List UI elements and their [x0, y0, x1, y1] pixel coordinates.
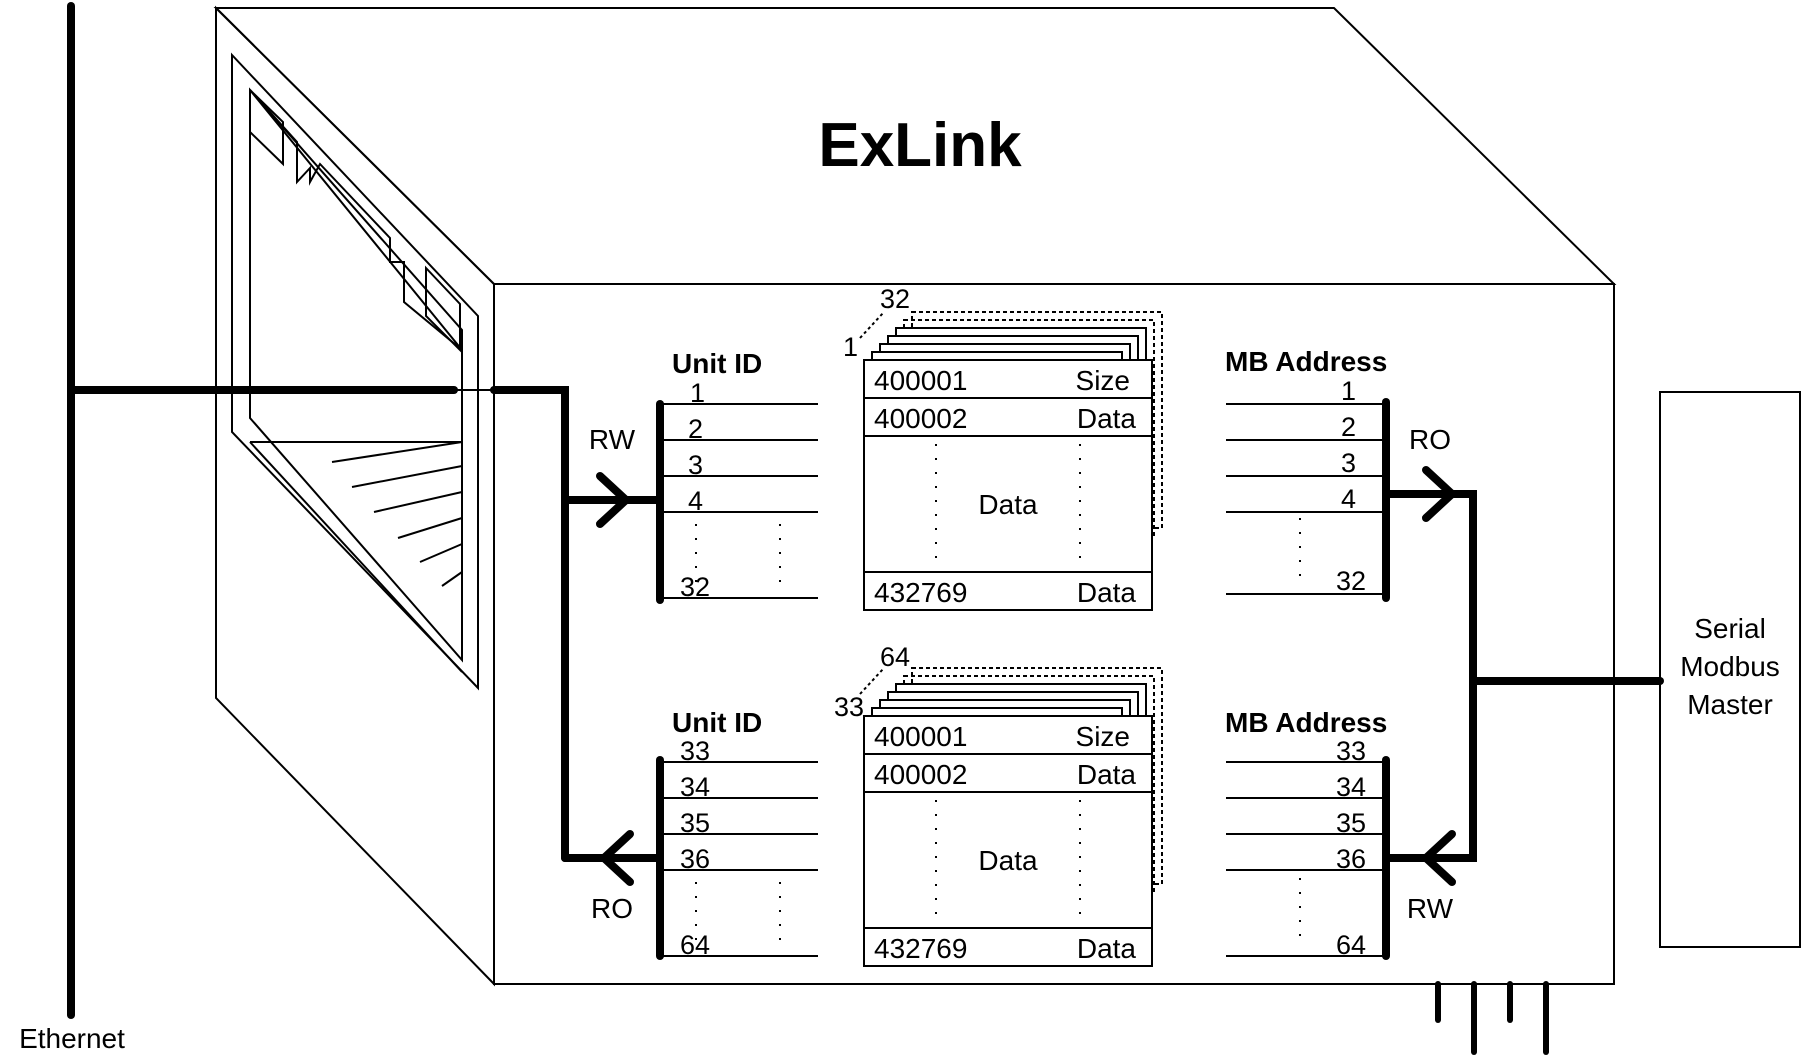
upper-unit-id: 32 [680, 572, 710, 602]
lower-unit-id: 35 [680, 808, 710, 838]
ethernet-label: Ethernet [19, 1023, 125, 1054]
device-box [213, 5, 1617, 987]
upper-mb-address: 3 [1341, 448, 1356, 478]
lower-mb-address: 36 [1336, 844, 1366, 874]
lower-unit-id: 33 [680, 736, 710, 766]
upper-unit-id: 2 [688, 414, 703, 444]
upper-register-table: 400001 Size 400002 Data Data 432769 Data [863, 359, 1153, 611]
ethernet-bus [67, 2, 664, 1019]
upper-mb-address: 2 [1341, 412, 1356, 442]
lower-mb-address: 35 [1336, 808, 1366, 838]
lower-block [656, 756, 1390, 960]
lower-unit-id-header: Unit ID [672, 707, 762, 738]
lower-register-address: 400001 [874, 721, 967, 752]
upper-right-access: RO [1409, 424, 1451, 455]
connector-pins [1435, 981, 1549, 1055]
lower-mb-address: 34 [1336, 772, 1366, 802]
lower-unit-id: 64 [680, 930, 710, 960]
ethernet-port-graphic [231, 52, 479, 691]
lower-left-access: RO [591, 893, 633, 924]
serial-modbus-master-box [1659, 391, 1801, 948]
upper-register-address: 400002 [874, 403, 967, 434]
upper-stack-last: 32 [880, 284, 910, 314]
lower-register-value: Data [1077, 933, 1137, 964]
upper-mb-address: 32 [1336, 566, 1366, 596]
lower-register-address: 432769 [874, 933, 967, 964]
lower-unit-id: 36 [680, 844, 710, 874]
upper-unit-id: 4 [688, 486, 703, 516]
lower-register-address: 400002 [874, 759, 967, 790]
lower-register-value: Data [1077, 759, 1137, 790]
upper-left-access: RW [589, 424, 636, 455]
lower-right-access: RW [1407, 893, 1454, 924]
lower-register-data: Data [978, 845, 1038, 876]
serial-bus [1382, 466, 1664, 886]
master-label-line3: Master [1687, 689, 1773, 720]
device-title: ExLink [818, 111, 1022, 180]
lower-stack-first: 33 [834, 692, 864, 722]
upper-mb-address-header: MB Address [1225, 346, 1387, 377]
upper-stack-first: 1 [843, 332, 858, 362]
upper-unit-id: 1 [690, 378, 705, 408]
upper-unit-id: 3 [688, 450, 703, 480]
upper-register-address: 432769 [874, 577, 967, 608]
upper-mb-address: 1 [1341, 376, 1356, 406]
upper-register-value: Data [1077, 403, 1137, 434]
lower-register-value: Size [1076, 721, 1130, 752]
upper-register-value: Data [1077, 577, 1137, 608]
master-label-line1: Serial [1694, 613, 1766, 644]
upper-block [656, 398, 1390, 604]
upper-unit-id-header: Unit ID [672, 348, 762, 379]
lower-unit-id: 34 [680, 772, 710, 802]
upper-mb-address: 4 [1341, 484, 1356, 514]
lower-register-table: 400001 Size 400002 Data Data 432769 Data [863, 715, 1153, 967]
upper-register-value: Size [1076, 365, 1130, 396]
lower-mb-address: 64 [1336, 930, 1366, 960]
lower-mb-address-header: MB Address [1225, 707, 1387, 738]
master-label-line2: Modbus [1680, 651, 1780, 682]
lower-stack-last: 64 [880, 642, 910, 672]
upper-register-address: 400001 [874, 365, 967, 396]
lower-mb-address: 33 [1336, 736, 1366, 766]
upper-register-data: Data [978, 489, 1038, 520]
